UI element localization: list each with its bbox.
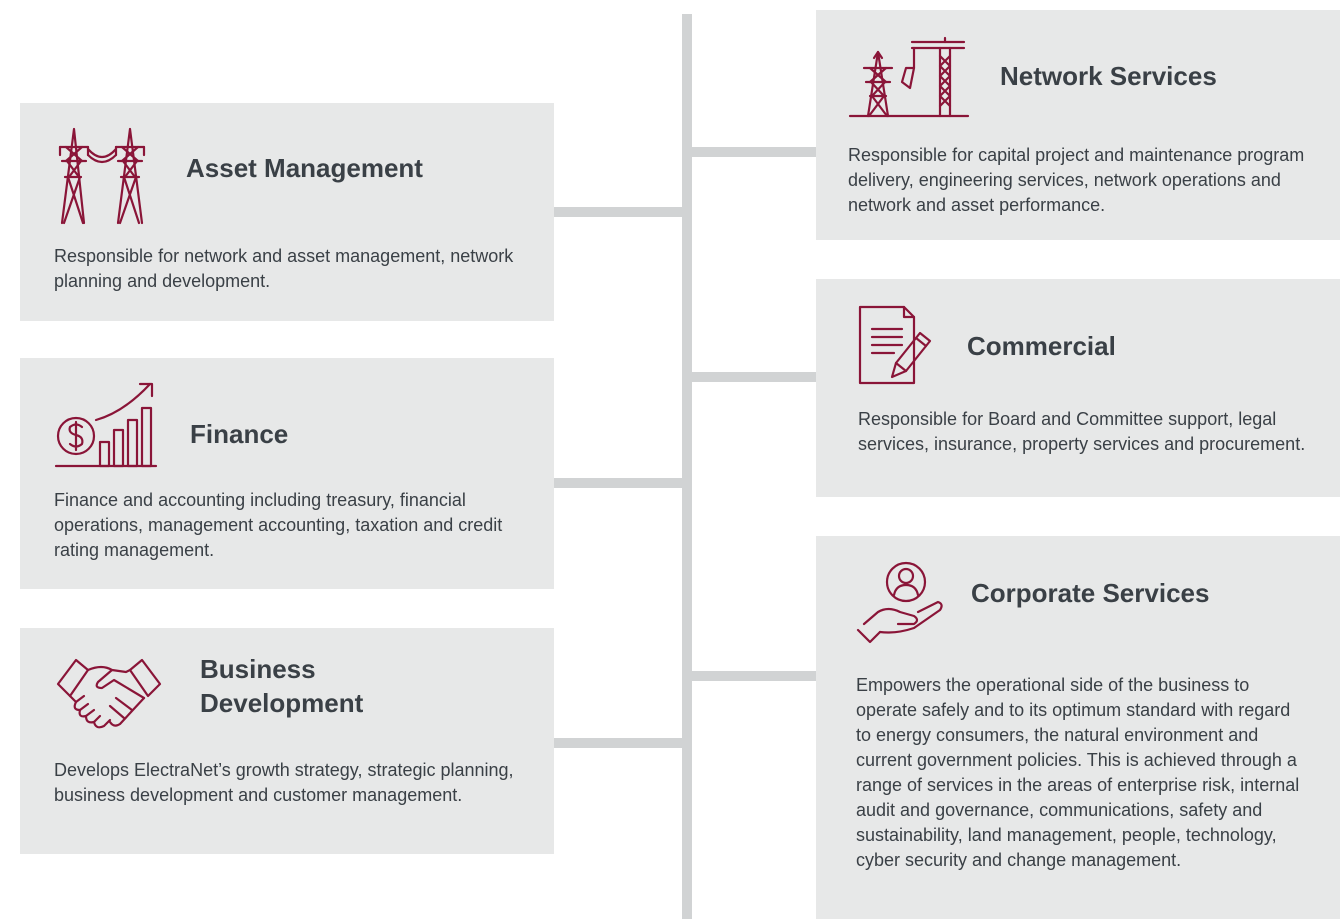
finance-description: Finance and accounting including treasur… bbox=[54, 490, 503, 560]
business-development-description: Develops ElectraNet’s growth strategy, s… bbox=[54, 760, 514, 805]
finance-title: Finance bbox=[190, 419, 289, 449]
connector-finance bbox=[536, 478, 682, 488]
dollar-growth-chart-icon bbox=[54, 380, 160, 470]
tower-crane-icon bbox=[848, 36, 970, 120]
corporate-services-card: Corporate Services Empowers the operatio… bbox=[816, 536, 1340, 919]
corporate-services-description: Empowers the operational side of the bus… bbox=[856, 675, 1300, 870]
finance-card: Finance Finance and accounting including… bbox=[20, 358, 554, 589]
central-spine bbox=[682, 14, 692, 919]
commercial-card: Commercial Responsible for Board and Com… bbox=[816, 279, 1340, 497]
connector-network-services bbox=[692, 147, 828, 157]
connector-corporate-services bbox=[692, 671, 828, 681]
asset-management-description: Responsible for network and asset manage… bbox=[54, 246, 514, 291]
hand-person-icon bbox=[856, 560, 944, 646]
business-development-card: Business Development Develops ElectraNet… bbox=[20, 628, 554, 854]
network-services-card: Network Services Responsible for capital… bbox=[816, 10, 1340, 240]
business-development-title: Business Development bbox=[200, 654, 364, 718]
network-services-title: Network Services bbox=[1000, 61, 1217, 91]
handshake-icon bbox=[54, 654, 164, 734]
network-services-description: Responsible for capital project and main… bbox=[848, 145, 1305, 215]
asset-management-title: Asset Management bbox=[186, 153, 423, 183]
corporate-services-title: Corporate Services bbox=[971, 578, 1210, 608]
connector-asset-management bbox=[536, 207, 682, 217]
commercial-title: Commercial bbox=[967, 331, 1116, 361]
asset-management-card: Asset Management Responsible for network… bbox=[20, 103, 554, 321]
connector-commercial bbox=[692, 372, 828, 382]
document-pen-icon bbox=[858, 305, 938, 387]
connector-business-development bbox=[536, 738, 682, 748]
transmission-towers-icon bbox=[52, 125, 172, 227]
commercial-description: Responsible for Board and Committee supp… bbox=[858, 409, 1306, 454]
